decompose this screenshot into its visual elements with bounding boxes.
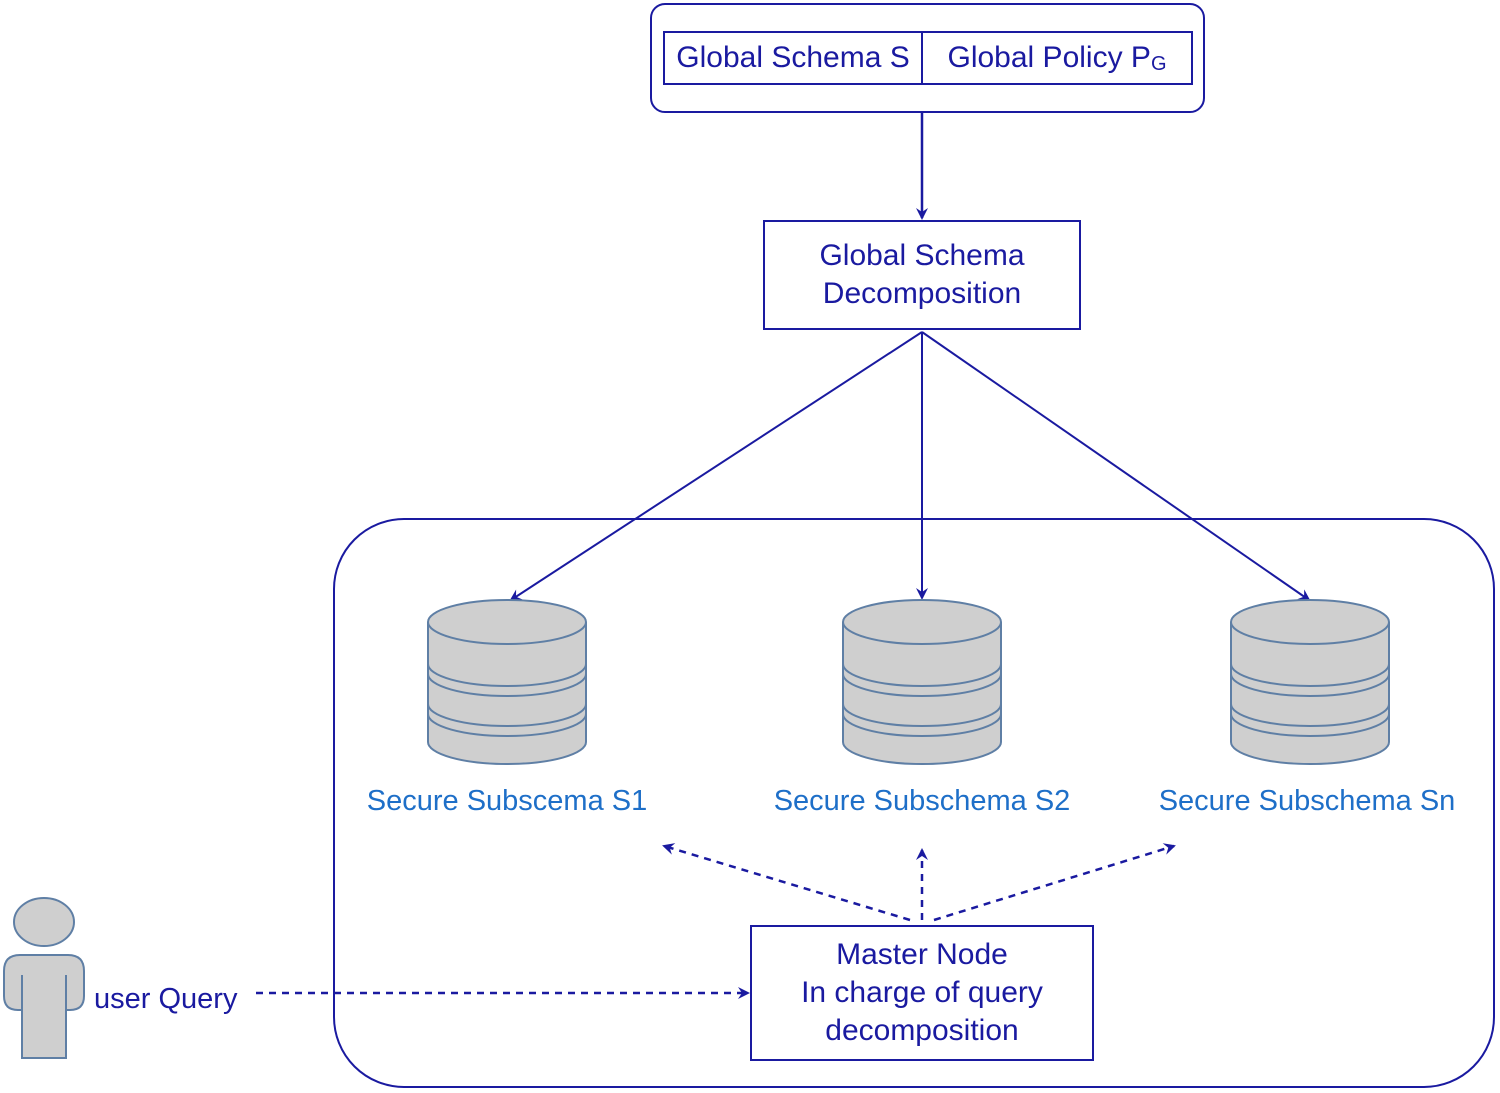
database-icon (842, 599, 1002, 765)
database-icon (427, 599, 587, 765)
dashed-arrow-master-to-sn (933, 843, 1176, 922)
global-schema-text: Global Schema S (676, 41, 910, 74)
user-icon (3, 897, 85, 1059)
decomposition-line2: Decomposition (822, 277, 1022, 310)
dashed-arrow-master-to-s1 (662, 843, 911, 922)
database-label-s2: Secure Subschema S2 (773, 785, 1071, 817)
cluster-container (333, 518, 1495, 1088)
user-query-label: user Query (94, 983, 238, 1015)
master-node-box (750, 925, 1094, 1061)
master-node-line3: decomposition (825, 1014, 1019, 1047)
master-node-line2: In charge of query (801, 976, 1043, 1009)
arrow-decomposition-to-s1 (509, 331, 923, 602)
arrow-decomposition-to-sn (921, 331, 1311, 602)
decomposition-label: Global Schema Decomposition (764, 237, 1080, 313)
master-node-line1: Master Node (836, 938, 1008, 971)
global-policy-cell (921, 31, 1193, 85)
decomposition-line1: Global Schema (819, 239, 1025, 272)
database-icon (1230, 599, 1390, 765)
database-label-sn: Secure Subschema Sn (1158, 785, 1456, 817)
global-container (650, 3, 1205, 113)
global-policy-label: Global Policy PG (922, 39, 1192, 83)
global-schema-label: Global Schema S (664, 39, 922, 77)
global-policy-subscript: G (1150, 53, 1167, 75)
database-label-s1: Secure Subscema S1 (366, 785, 648, 817)
decomposition-box (763, 220, 1081, 330)
master-node-label: Master Node In charge of query decomposi… (751, 936, 1093, 1050)
global-policy-text: Global Policy P (947, 41, 1151, 74)
